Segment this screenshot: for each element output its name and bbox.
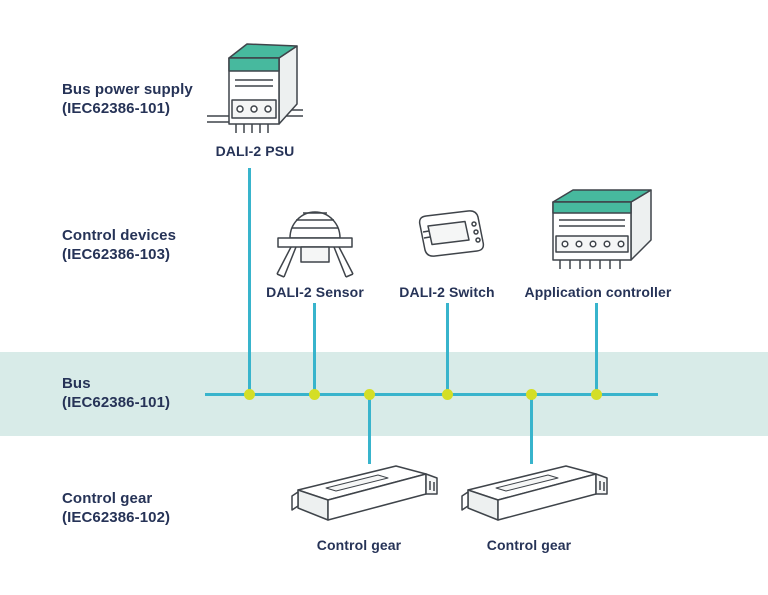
- row-label-control-devices: Control devices (IEC62386-103): [62, 226, 176, 264]
- application-controller-illustration: [533, 180, 663, 281]
- switch-module-icon: [418, 210, 485, 257]
- bus-node-dot: [244, 389, 255, 400]
- row-title: Control gear: [62, 490, 153, 507]
- sensor-illustration: [267, 196, 363, 293]
- row-label-bus: Bus (IEC62386-101): [62, 374, 170, 412]
- row-label-control-gear: Control gear (IEC62386-102): [62, 489, 170, 527]
- bus-node-dot: [591, 389, 602, 400]
- row-standard: (IEC62386-101): [62, 394, 171, 411]
- application-controller-connector-line: [595, 303, 598, 395]
- psu-illustration: [203, 30, 307, 147]
- bus-node-dot: [309, 389, 320, 400]
- psu-connector-line: [248, 168, 251, 395]
- control-gear-2-caption: Control gear: [486, 537, 572, 553]
- din-module-icon: [207, 43, 303, 133]
- bus-line: [205, 393, 658, 396]
- row-standard: (IEC62386-103): [62, 246, 171, 263]
- application-controller-caption: Application controller: [524, 284, 672, 300]
- psu-caption: DALI-2 PSU: [215, 143, 295, 159]
- row-standard: (IEC62386-101): [62, 100, 171, 117]
- row-standard: (IEC62386-102): [62, 509, 171, 526]
- control-gear-1-illustration: [290, 454, 440, 539]
- control-gear-1-connector-line: [368, 394, 371, 464]
- row-title: Bus power supply: [62, 81, 193, 98]
- row-title: Bus: [62, 375, 91, 392]
- bus-node-dot: [526, 389, 537, 400]
- switch-caption: DALI-2 Switch: [399, 284, 495, 300]
- led-driver-icon: [461, 465, 608, 521]
- bus-node-dot: [364, 389, 375, 400]
- control-gear-2-connector-line: [530, 394, 533, 464]
- sensor-caption: DALI-2 Sensor: [266, 284, 364, 300]
- switch-connector-line: [446, 303, 449, 395]
- control-gear-1-caption: Control gear: [316, 537, 402, 553]
- sensor-connector-line: [313, 303, 316, 395]
- sensor-dome-icon: [276, 211, 354, 278]
- led-driver-icon: [291, 465, 438, 521]
- row-label-bus-power-supply: Bus power supply (IEC62386-101): [62, 80, 193, 118]
- din-module-wide-icon: [552, 189, 652, 269]
- bus-node-dot: [442, 389, 453, 400]
- control-gear-2-illustration: [460, 454, 610, 539]
- row-title: Control devices: [62, 227, 177, 244]
- switch-illustration: [398, 202, 498, 275]
